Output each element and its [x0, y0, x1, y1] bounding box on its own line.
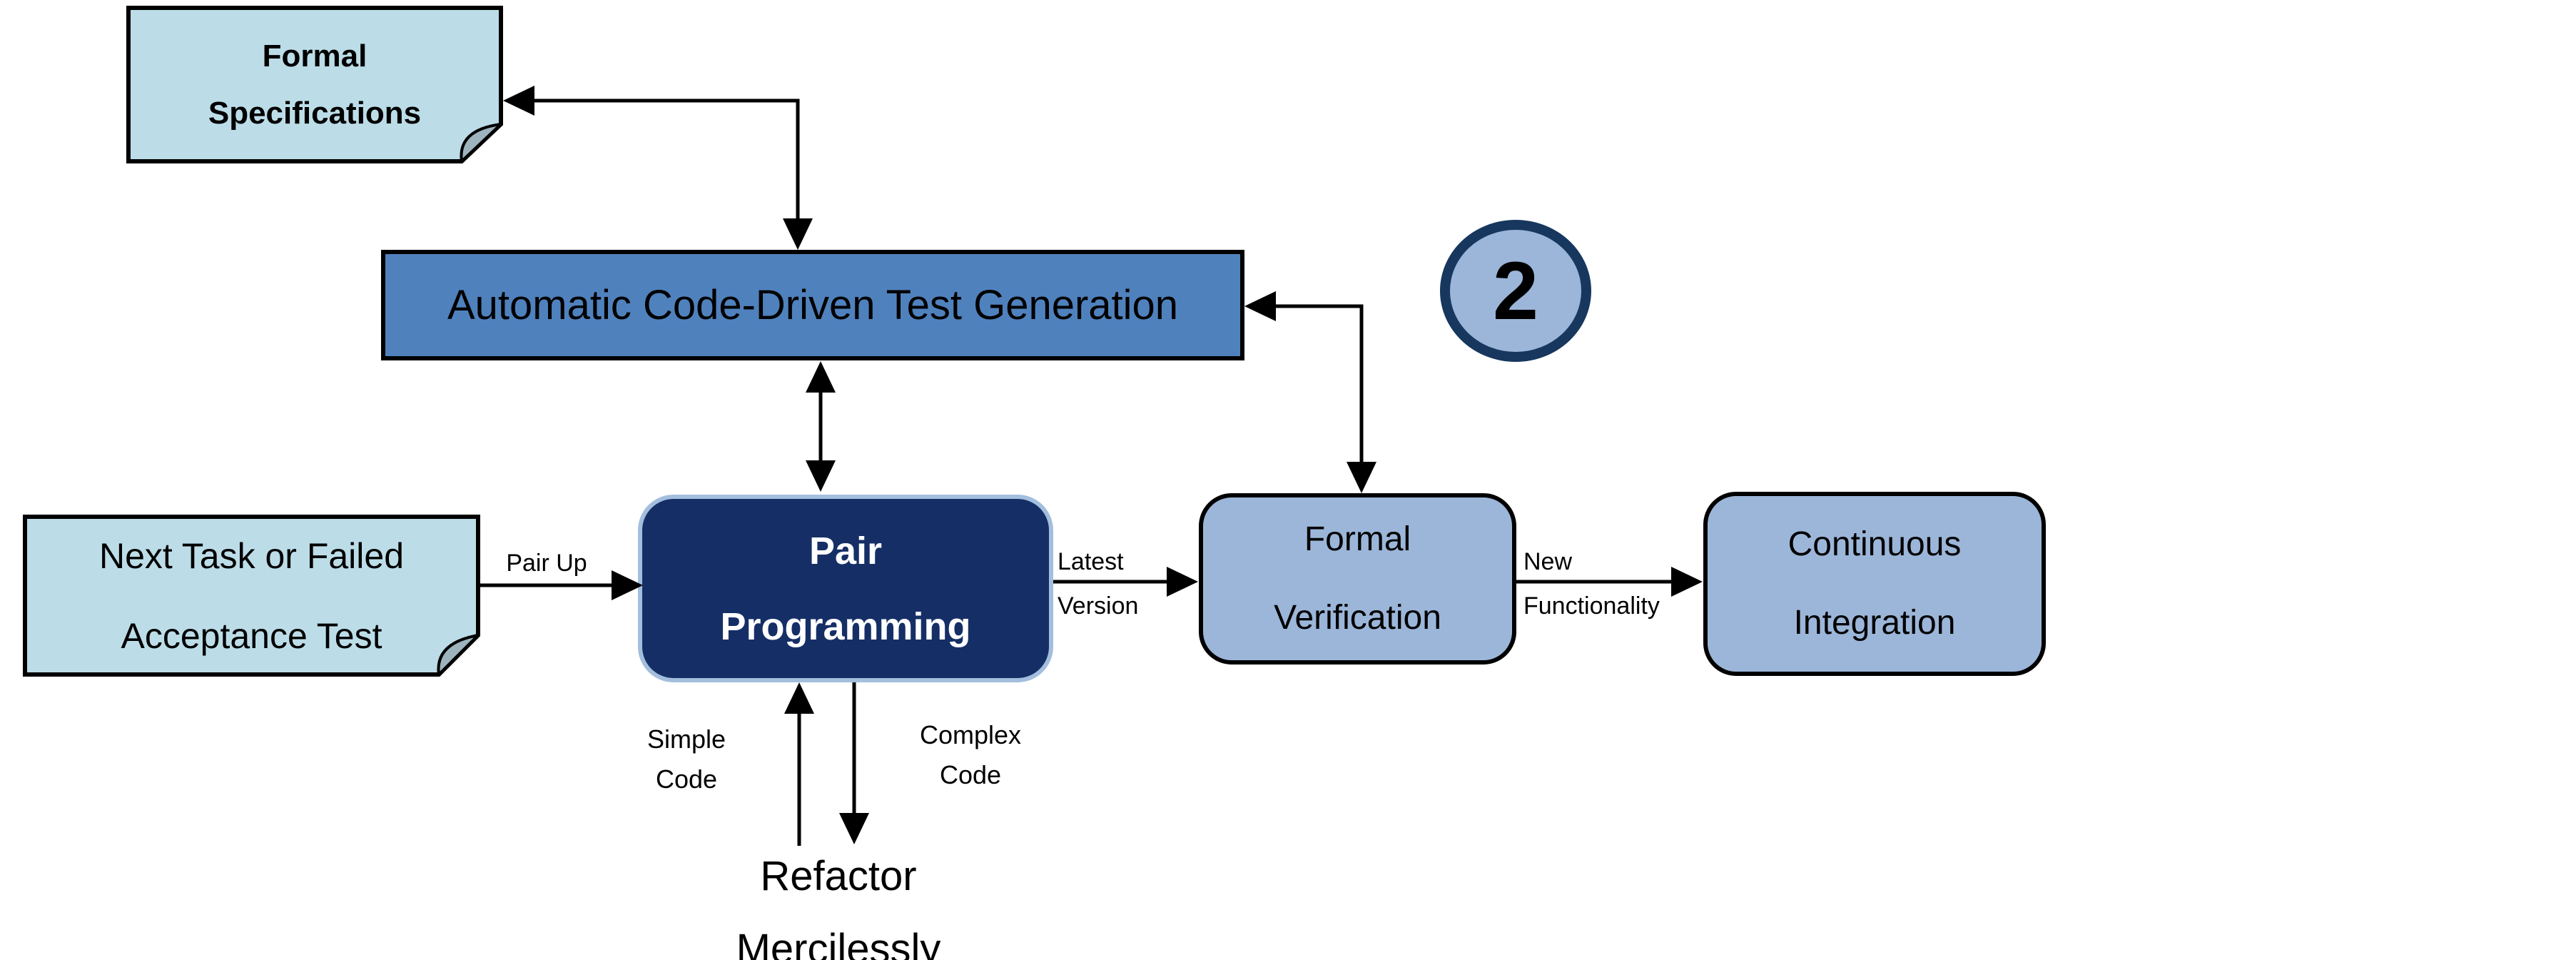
edge-label-text: Latest [1058, 548, 1124, 575]
edge-label-text: New [1523, 548, 1573, 575]
arrowhead-into-specs [503, 86, 534, 116]
folded-corner [437, 633, 480, 677]
arrowhead-into-testgen-top [783, 218, 813, 250]
note-shape [126, 6, 503, 163]
node-label-line: Refactor [760, 853, 917, 899]
node-label-line: Pair [808, 529, 883, 572]
edge-label-text: Simple [646, 724, 726, 754]
node-label-line: Integration [1793, 604, 1956, 642]
node-label-line: Specifications [208, 95, 422, 131]
node-label-line: Next Task or Failed [98, 535, 405, 576]
connector-specs-testgen [510, 98, 800, 243]
arrowhead-into-testgen-bottom [806, 361, 836, 393]
folded-corner [460, 122, 503, 163]
connector-testgen-verification [1252, 304, 1364, 486]
edge-label-simple-code: Simple Code [615, 719, 758, 799]
node-label-line: Mercilessly [736, 926, 941, 960]
node-formal-specifications: Formal Specifications [126, 6, 503, 163]
node-next-task: Next Task or Failed Acceptance Test [23, 515, 480, 677]
arrowhead-refactor-up [784, 682, 814, 714]
node-label-line: Verification [1274, 599, 1441, 637]
node-pair-programming: Pair Programming [638, 495, 1053, 682]
edge-label-text: Code [655, 764, 718, 794]
node-label-line: Formal [1304, 520, 1411, 558]
node-test-generation: Automatic Code-Driven Test Generation [381, 250, 1244, 360]
edge-label-complex-code: Complex Code [899, 715, 1042, 795]
arrowhead-into-pairprog-top [806, 460, 836, 492]
edge-label-text: Version [1058, 592, 1139, 620]
arrowhead-into-testgen-right [1244, 291, 1276, 321]
node-label-line: Programming [720, 605, 971, 648]
step-badge-number: 2 [1493, 245, 1538, 337]
node-refactor-mercilessly: Refactor Mercilessly [624, 840, 1053, 960]
edge-label-text: Code [939, 760, 1002, 789]
edge-label-text: Functionality [1523, 592, 1660, 620]
node-label-line: Acceptance Test [121, 615, 382, 656]
node-continuous-integration: Continuous Integration [1703, 492, 2046, 676]
edge-label-new-functionality: New Functionality [1523, 540, 1709, 628]
edge-label-text: Complex [919, 720, 1022, 749]
node-label-line: Continuous [1788, 525, 1962, 563]
edge-label-latest-version: Latest Version [1058, 540, 1215, 628]
node-formal-verification: Formal Verification [1199, 493, 1516, 665]
edge-label-pair-up: Pair Up [475, 550, 618, 577]
edge-label-text: Pair Up [506, 550, 587, 577]
node-label: Automatic Code-Driven Test Generation [447, 282, 1179, 328]
step-badge: 2 [1440, 220, 1591, 362]
note-shape [23, 515, 480, 677]
arrowhead-into-verification-top [1347, 462, 1376, 493]
node-label-line: Formal [262, 38, 367, 74]
